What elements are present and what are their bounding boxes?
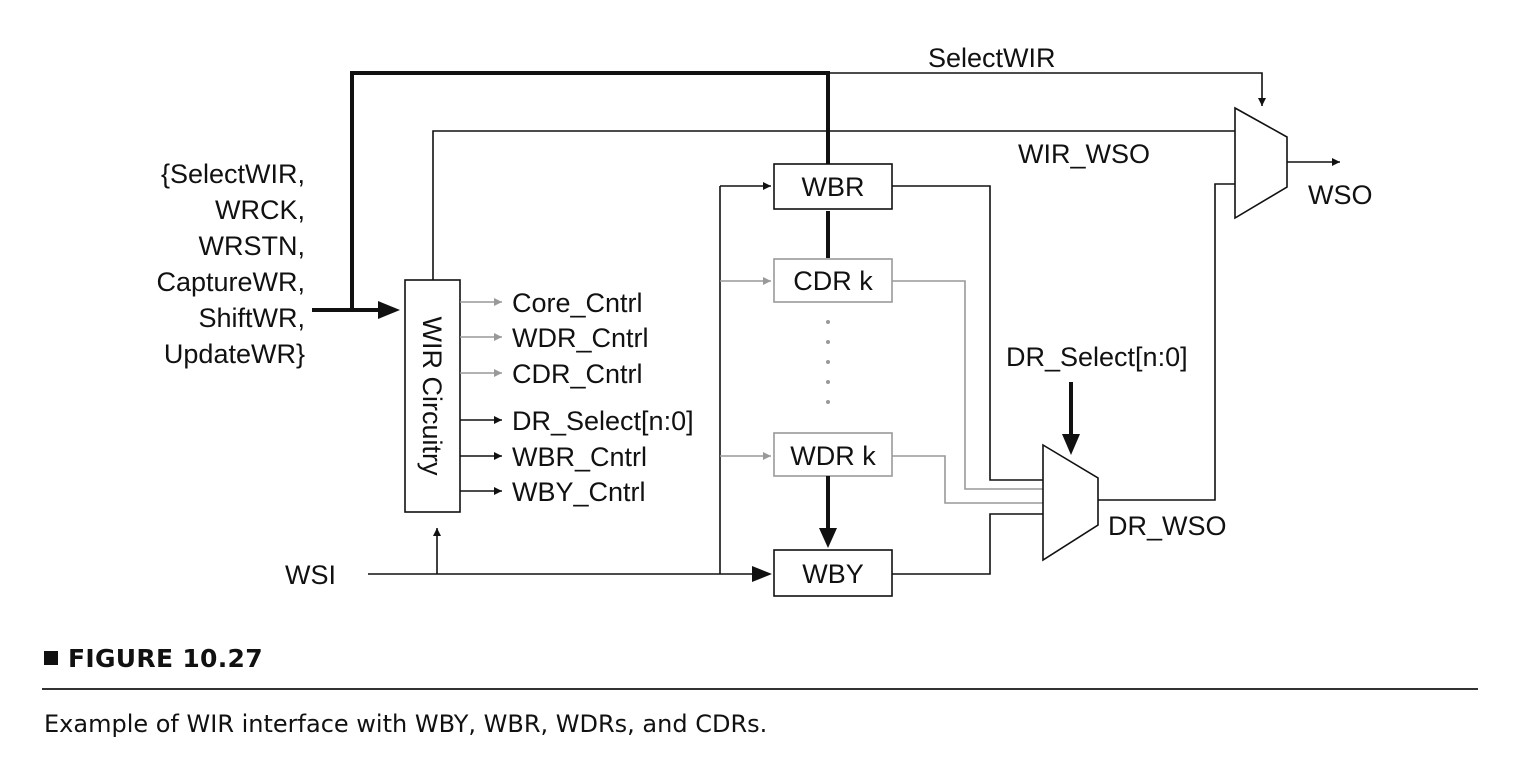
- dr-wso-line: [1098, 183, 1235, 501]
- wbr-label: WBR: [802, 172, 865, 202]
- caption-divider: [42, 688, 1478, 690]
- input-shift-wr: ShiftWR,: [198, 303, 305, 333]
- wso-label: WSO: [1308, 180, 1373, 210]
- wsi-label: WSI: [285, 560, 336, 590]
- wir-wso-line: [432, 130, 1235, 280]
- dr-select-arrow: [1062, 434, 1080, 455]
- control-arrows: [460, 298, 502, 495]
- wsi-arrow-to-wby: [752, 566, 772, 582]
- wdr-to-wby-arrow: [819, 528, 837, 548]
- wby-cntrl-label: WBY_Cntrl: [512, 477, 646, 507]
- wso-mux: [1234, 106, 1288, 220]
- wir-interface-diagram: SelectWIR WIR_WSO {SelectWIR, WRCK, WRST…: [156, 43, 1373, 597]
- input-capture-wr: CaptureWR,: [156, 267, 305, 297]
- input-wrstn: WRSTN,: [199, 231, 305, 261]
- input-labels: {SelectWIR, WRCK, WRSTN, CaptureWR, Shif…: [156, 159, 305, 369]
- control-labels: Core_Cntrl WDR_Cntrl CDR_Cntrl DR_Select…: [512, 288, 694, 507]
- dr-select-cntrl-label: DR_Select[n:0]: [512, 406, 694, 436]
- cdr-label: CDR k: [793, 266, 873, 296]
- figure-number: FIGURE 10.27: [68, 643, 263, 673]
- cdr-cntrl-label: CDR_Cntrl: [512, 359, 643, 389]
- select-wir-line: [828, 72, 1266, 106]
- wir-wso-label: WIR_WSO: [1018, 139, 1150, 169]
- input-update-wr: UpdateWR}: [164, 339, 305, 369]
- core-cntrl-label: Core_Cntrl: [512, 288, 643, 318]
- input-select-wir: {SelectWIR,: [161, 159, 305, 189]
- dr-wso-label: DR_WSO: [1108, 511, 1227, 541]
- dr-mux: [1042, 443, 1099, 562]
- dr-select-label: DR_Select[n:0]: [1006, 342, 1188, 372]
- register-outputs: [892, 185, 1043, 575]
- cdr-block: [773, 258, 893, 303]
- control-bus: [312, 71, 830, 312]
- figure-bullet-icon: [44, 651, 58, 665]
- bus-arrow: [378, 301, 400, 319]
- input-wrck: WRCK,: [215, 195, 305, 225]
- wdr-label: WDR k: [790, 441, 876, 471]
- select-wir-label: SelectWIR: [928, 43, 1056, 73]
- wdr-cntrl-label: WDR_Cntrl: [512, 323, 649, 353]
- figure-label: FIGURE 10.27: [44, 641, 263, 675]
- wir-circuitry-label: WIR Circuitry: [417, 317, 447, 476]
- wby-block: [773, 549, 893, 597]
- wdr-block: [773, 432, 893, 477]
- figure-caption: Example of WIR interface with WBY, WBR, …: [44, 710, 768, 738]
- ellipsis-dots: [826, 320, 830, 404]
- wby-label: WBY: [802, 559, 864, 589]
- wbr-cntrl-label: WBR_Cntrl: [512, 442, 647, 472]
- wir-circuitry-block: [404, 279, 461, 513]
